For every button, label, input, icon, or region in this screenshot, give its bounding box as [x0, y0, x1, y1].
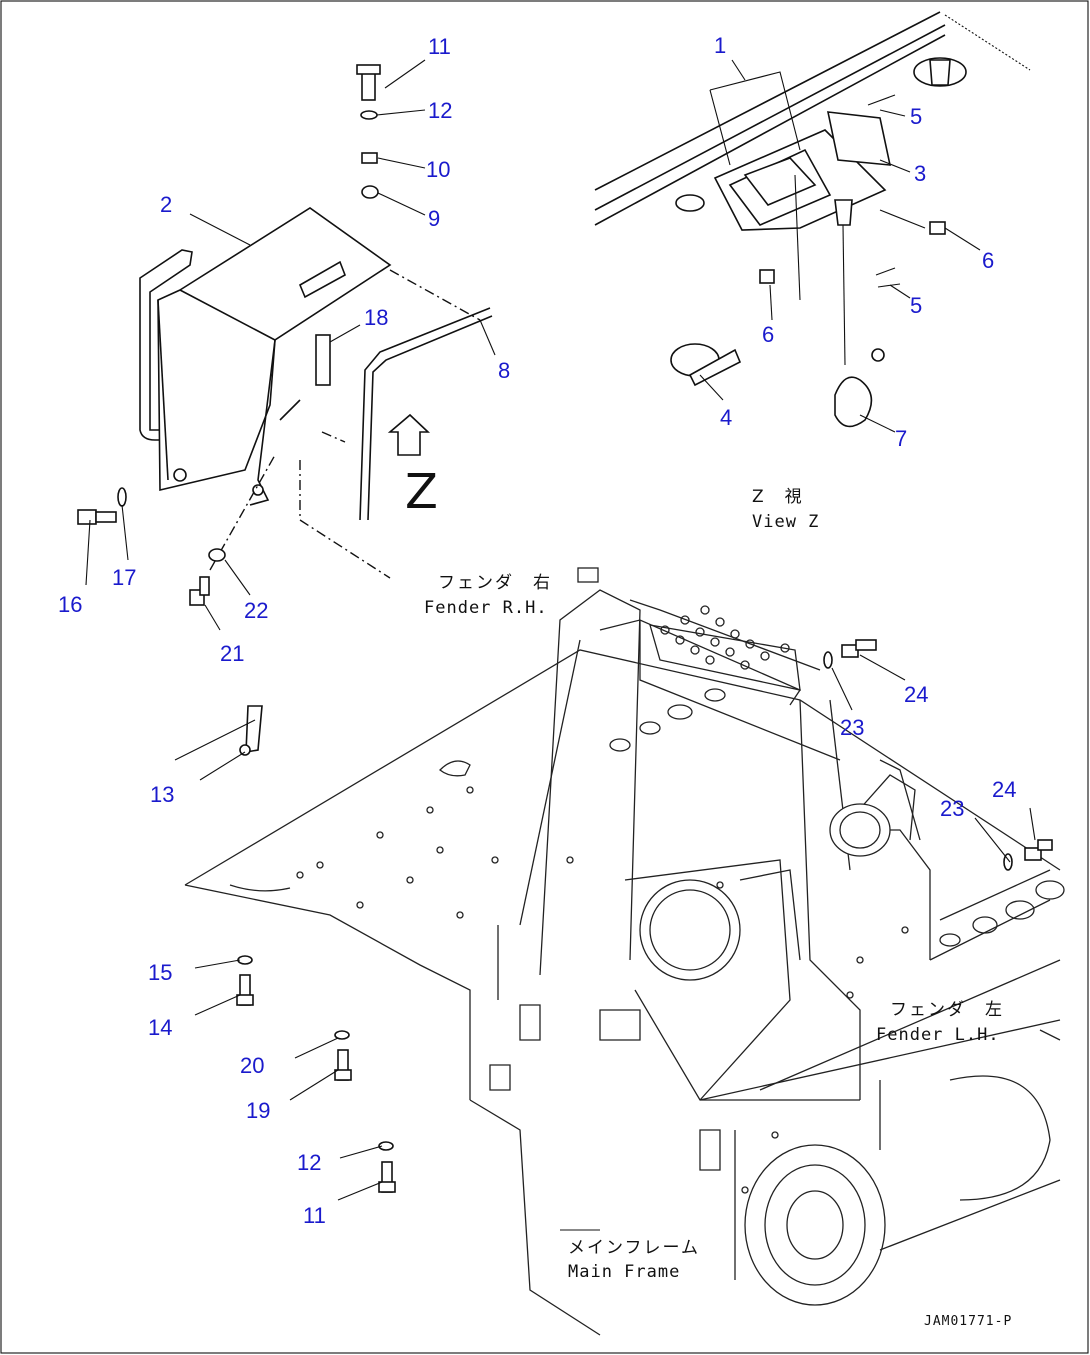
callout-5: 5: [910, 104, 922, 129]
hardware-lower-left: [236, 955, 396, 1193]
view-letter: Z: [405, 464, 438, 520]
leader-lines: [85, 59, 1036, 1201]
callout-15: 15: [148, 960, 172, 985]
callout-21: 21: [220, 641, 244, 666]
callout-10: 10: [426, 157, 450, 182]
view-z-jp: Z 視: [752, 487, 804, 507]
main-frame-en: Main Frame: [568, 1262, 680, 1282]
callout-23b: 23: [940, 796, 964, 821]
callout-11b: 11: [303, 1203, 326, 1228]
callout-16: 16: [58, 592, 82, 617]
view-arrow: [387, 413, 431, 456]
drawing-code: JAM01771-P: [924, 1314, 1012, 1329]
bolts-right: [823, 639, 1053, 871]
callout-numbers: 11 12 10 9 2 18 8 16 17 22 21 1 5 3 6 5 …: [58, 33, 1016, 1228]
callout-9: 9: [428, 206, 440, 231]
callout-24: 24: [904, 682, 928, 707]
view-z-en: View Z: [752, 512, 819, 532]
seal-strip: [359, 307, 491, 521]
fender-rh-en: Fender R.H.: [424, 598, 548, 618]
callout-18: 18: [364, 305, 388, 330]
callout-11: 11: [428, 34, 451, 59]
callout-13: 13: [150, 782, 174, 807]
callout-20: 20: [240, 1053, 264, 1078]
callout-6: 6: [982, 248, 994, 273]
callout-1: 1: [714, 33, 726, 58]
bracket-13: [245, 705, 263, 753]
callout-4: 4: [720, 405, 732, 430]
callout-7: 7: [895, 426, 907, 451]
callout-12b: 12: [297, 1150, 321, 1175]
callout-2: 2: [160, 192, 172, 217]
callout-5b: 5: [910, 293, 922, 318]
main-frame-jp: メインフレーム: [568, 1238, 700, 1258]
fender-rh-assembly: [139, 207, 392, 506]
callout-8: 8: [498, 358, 510, 383]
view-z-detail: [594, 11, 1031, 428]
callout-3: 3: [914, 161, 926, 186]
hardware-stack-top: [356, 64, 381, 199]
callout-6b: 6: [762, 322, 774, 347]
fender-rh-jp: フェンダ 右: [438, 573, 552, 593]
callout-19: 19: [246, 1098, 270, 1123]
callout-22: 22: [244, 598, 268, 623]
captions: Z 視 View Z フェンダ 右 Fender R.H. フェンダ 左 Fen…: [424, 487, 1012, 1329]
callout-24b: 24: [992, 777, 1016, 802]
fender-lh-en: Fender L.H.: [876, 1025, 1000, 1045]
bolts-left: [77, 487, 226, 606]
callout-17: 17: [112, 565, 136, 590]
callout-23: 23: [840, 715, 864, 740]
callout-12: 12: [428, 98, 452, 123]
main-frame: [184, 567, 1065, 1336]
fender-lh-jp: フェンダ 左: [890, 1000, 1004, 1020]
callout-14: 14: [148, 1015, 172, 1040]
